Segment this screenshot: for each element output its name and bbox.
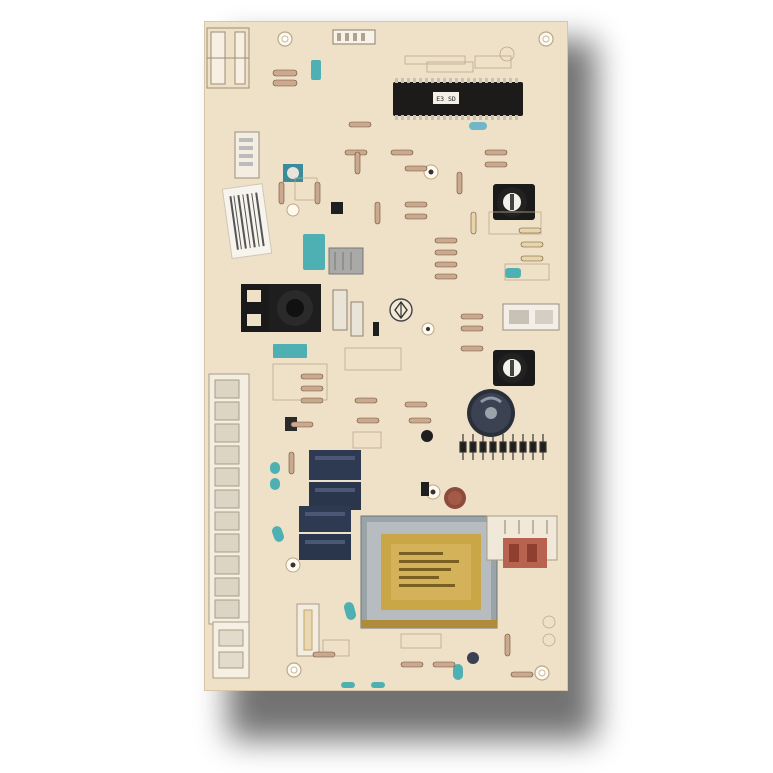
resistor-cluster <box>332 289 364 337</box>
connector-right-mid <box>502 303 560 331</box>
pcb-board: E3 SD <box>204 21 568 691</box>
pcb-drawing: E3 SD <box>206 27 560 688</box>
potentiometer-top <box>493 184 535 220</box>
microcontroller-chip: E3 SD <box>393 78 523 120</box>
inductor-module <box>241 284 321 332</box>
disc-capacitor <box>444 487 466 509</box>
chip-label: E3 SD <box>436 95 456 103</box>
terminal-block-right <box>486 515 558 568</box>
terminal-strip-left <box>208 373 250 679</box>
logo-mark <box>389 298 413 322</box>
fuse <box>296 603 320 657</box>
header-top <box>332 29 376 45</box>
diode-row <box>459 434 547 460</box>
barcode-sticker <box>221 183 273 260</box>
relays <box>299 450 361 560</box>
trimmer-small <box>283 164 303 182</box>
resistors <box>272 69 544 678</box>
connector-left-upper <box>234 131 260 179</box>
potentiometer-middle <box>493 350 535 386</box>
small-black-parts <box>285 202 479 664</box>
transformer <box>360 515 498 629</box>
connector-top-left <box>206 27 250 89</box>
power-module <box>328 247 364 275</box>
crystal <box>469 122 487 130</box>
mounting-holes <box>277 31 554 681</box>
silkscreen-lines <box>272 46 556 657</box>
electrolytic-capacitor <box>467 389 515 437</box>
teal-components <box>270 60 521 688</box>
